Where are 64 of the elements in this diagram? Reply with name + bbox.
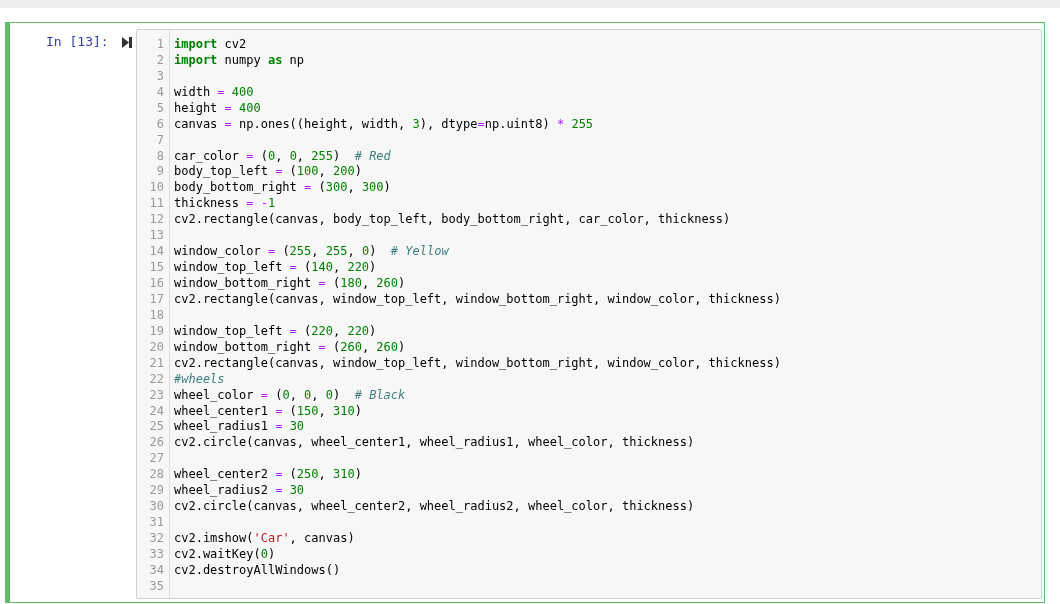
code-line: import numpy as np xyxy=(174,51,305,68)
code-line: car_color = (0, 0, 255) # Red xyxy=(174,147,391,164)
code-line: cv2.imshow('Car', canvas) xyxy=(174,530,355,547)
code-line: thickness = -1 xyxy=(174,195,276,212)
line-number: 6 xyxy=(155,115,164,132)
line-number: 26 xyxy=(148,434,164,451)
line-number: 24 xyxy=(148,402,164,419)
line-number: 29 xyxy=(148,482,164,499)
line-number: 22 xyxy=(148,370,164,387)
code-line: window_top_left = (140, 220) xyxy=(174,259,377,276)
line-number: 19 xyxy=(148,322,164,339)
line-number: 15 xyxy=(148,259,164,276)
code-line: #wheels xyxy=(174,370,225,387)
code-line: cv2.circle(canvas, wheel_center1, wheel_radius1, wheel_color, thickness) xyxy=(174,434,695,451)
line-number: 14 xyxy=(148,243,164,260)
line-number: 21 xyxy=(148,354,164,371)
line-number: 32 xyxy=(148,530,164,547)
line-number: 1 xyxy=(155,35,164,52)
code-line: cv2.rectangle(canvas, window_top_left, window_bottom_right, window_color, thickness) xyxy=(174,290,781,307)
code-line: window_color = (255, 255, 0) # Yellow xyxy=(174,243,449,260)
line-number: 28 xyxy=(148,466,164,483)
code-line: cv2.waitKey(0) xyxy=(174,545,276,562)
line-number: 35 xyxy=(148,577,164,594)
line-number: 20 xyxy=(148,338,164,355)
code-line: wheel_radius2 = 30 xyxy=(174,482,305,499)
line-number: 17 xyxy=(148,290,164,307)
line-number: 9 xyxy=(155,163,164,180)
code-line: wheel_color = (0, 0, 0) # Black xyxy=(174,386,406,403)
code-line: width = 400 xyxy=(174,83,254,100)
line-number: 16 xyxy=(148,275,164,292)
code-line: canvas = np.ones((height, width, 3), dtype=np.uint8) * 255 xyxy=(174,115,594,132)
line-number: 7 xyxy=(155,131,164,148)
line-number: 12 xyxy=(148,211,164,228)
code-line: height = 400 xyxy=(174,99,261,116)
line-number: 2 xyxy=(155,51,164,68)
line-number: 11 xyxy=(148,195,164,212)
line-number: 25 xyxy=(148,418,164,435)
code-line: cv2.destroyAllWindows() xyxy=(174,561,341,578)
code-line: window_bottom_right = (180, 260) xyxy=(174,275,406,292)
code-line: import cv2 xyxy=(174,35,247,52)
code-line: window_top_left = (220, 220) xyxy=(174,322,377,339)
line-number: 18 xyxy=(148,306,164,323)
line-number: 13 xyxy=(148,227,164,244)
line-number: 4 xyxy=(155,83,164,100)
code-line: wheel_center2 = (250, 310) xyxy=(174,466,362,483)
code-line: cv2.circle(canvas, wheel_center2, wheel_radius2, wheel_color, thickness) xyxy=(174,498,695,515)
line-number: 31 xyxy=(148,514,164,531)
line-number: 30 xyxy=(148,498,164,515)
code-line: cv2.rectangle(canvas, window_top_left, window_bottom_right, window_color, thickness) xyxy=(174,354,781,371)
line-number: 33 xyxy=(148,545,164,562)
code-line: window_bottom_right = (260, 260) xyxy=(174,338,406,355)
line-number: 23 xyxy=(148,386,164,403)
line-number: 8 xyxy=(155,147,164,164)
line-number: 5 xyxy=(155,99,164,116)
code-line: wheel_center1 = (150, 310) xyxy=(174,402,362,419)
line-number: 3 xyxy=(155,67,164,84)
prompt-label: In [13]: xyxy=(46,33,109,51)
line-number: 27 xyxy=(148,450,164,467)
line-number: 10 xyxy=(148,179,164,196)
line-number: 34 xyxy=(148,561,164,578)
code-line: body_top_left = (100, 200) xyxy=(174,163,362,180)
code-line: wheel_radius1 = 30 xyxy=(174,418,305,435)
code-line: body_bottom_right = (300, 300) xyxy=(174,179,391,196)
code-line: cv2.rectangle(canvas, body_top_left, body_bottom_right, car_color, thickness) xyxy=(174,211,731,228)
